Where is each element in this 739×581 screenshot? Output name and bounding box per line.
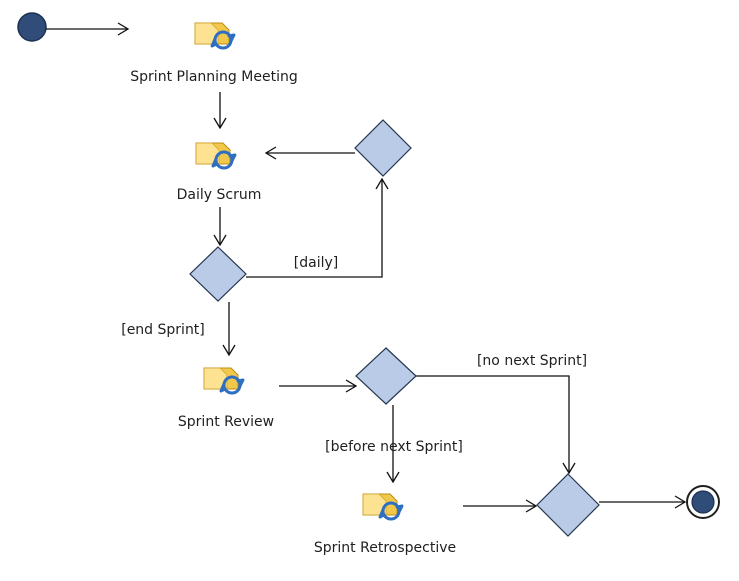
edge-initial-to-planning bbox=[46, 22, 130, 36]
activity-icon bbox=[194, 141, 237, 170]
edge-daily-loop: [daily] bbox=[246, 177, 389, 278]
activity-label-daily-scrum: Daily Scrum bbox=[177, 187, 262, 203]
edge-review-to-decision bbox=[279, 379, 358, 393]
edge-label-no-next-sprint: [no next Sprint] bbox=[477, 353, 587, 369]
edge-before-next-sprint: [before next Sprint] bbox=[325, 405, 463, 484]
activity-icon bbox=[193, 21, 236, 50]
activity-label-sprint-retrospective: Sprint Retrospective bbox=[314, 540, 456, 556]
edge-merge-to-daily bbox=[264, 146, 355, 160]
edge-end-sprint: [end Sprint] bbox=[121, 302, 236, 357]
activity-sprint-review[interactable]: Sprint Review bbox=[178, 366, 274, 430]
initial-node bbox=[17, 12, 47, 42]
edge-label-end-sprint: [end Sprint] bbox=[121, 322, 205, 338]
activity-sprint-retrospective[interactable]: Sprint Retrospective bbox=[314, 492, 456, 556]
activity-icon bbox=[202, 366, 245, 395]
edge-retro-to-merge bbox=[463, 499, 538, 513]
edge-daily-to-decision bbox=[213, 207, 227, 247]
activity-icon bbox=[361, 492, 404, 521]
edge-no-next-sprint: [no next Sprint] bbox=[416, 353, 587, 475]
activity-label-sprint-planning: Sprint Planning Meeting bbox=[130, 69, 297, 85]
merge-node-final bbox=[536, 473, 600, 537]
edge-planning-to-daily bbox=[213, 92, 227, 130]
decision-node-daily bbox=[189, 246, 247, 302]
activity-sprint-planning[interactable]: Sprint Planning Meeting bbox=[130, 21, 298, 85]
edge-label-daily: [daily] bbox=[294, 255, 338, 271]
merge-node-daily bbox=[354, 119, 412, 177]
edge-merge-to-final bbox=[599, 495, 687, 509]
activity-label-sprint-review: Sprint Review bbox=[178, 414, 274, 430]
decision-node-review bbox=[355, 347, 417, 405]
activity-daily-scrum[interactable]: Daily Scrum bbox=[177, 141, 262, 203]
edge-label-before-next-sprint: [before next Sprint] bbox=[325, 439, 463, 455]
final-node bbox=[686, 485, 720, 519]
